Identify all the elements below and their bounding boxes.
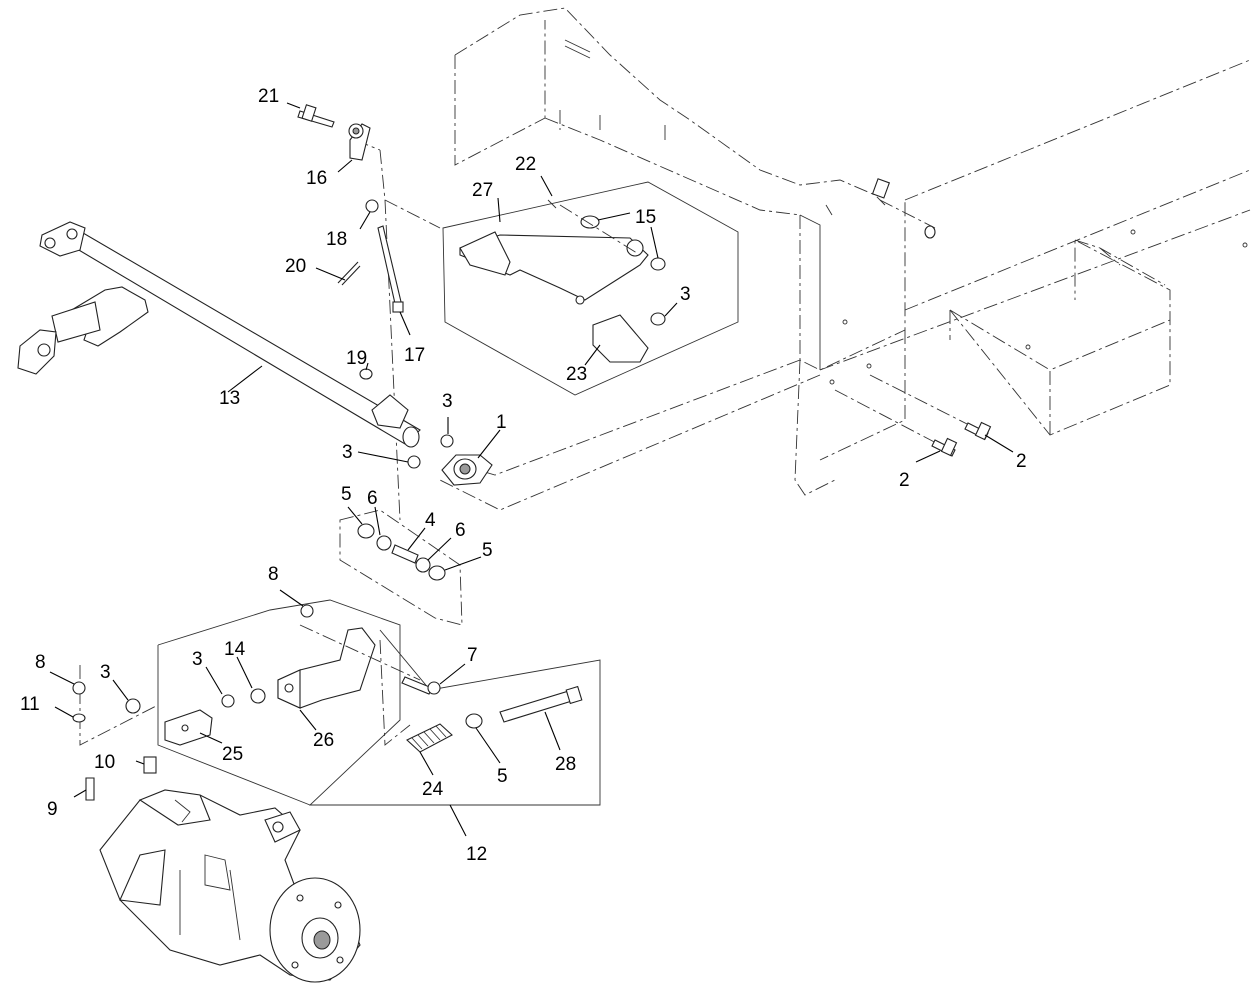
cross-shaft-13	[17, 221, 421, 448]
callout-3-pedal: 3	[680, 284, 691, 305]
callout-9: 9	[47, 799, 58, 820]
clip-20	[337, 261, 361, 286]
callout-5-right: 5	[482, 540, 493, 561]
callout-12: 12	[466, 844, 487, 865]
callout-18: 18	[326, 229, 347, 250]
callout-3-upper: 3	[442, 391, 453, 412]
nut-3-lower	[407, 455, 421, 469]
callout-26: 26	[313, 730, 334, 751]
transmission-hub	[99, 789, 361, 983]
chassis-frame	[454, 7, 1251, 496]
callout-labels: 1 2 2 3 3 3 3 3 4 5 5 5 6 6 7 8 8 9 10 1…	[20, 86, 1027, 865]
callout-15: 15	[635, 207, 656, 228]
callout-7: 7	[467, 645, 478, 666]
bracket-26	[277, 627, 376, 709]
link-rod-17	[377, 225, 404, 313]
callout-3-mid: 3	[192, 649, 203, 670]
bolt-9	[85, 777, 95, 801]
callout-17: 17	[404, 345, 425, 366]
callout-4: 4	[425, 510, 436, 531]
callout-6-right: 6	[455, 520, 466, 541]
callout-16: 16	[306, 168, 327, 189]
assembly-leader-lines	[354, 139, 821, 521]
nut-14	[250, 688, 266, 704]
nut-3-mid	[221, 694, 235, 708]
callout-19: 19	[346, 348, 367, 369]
callout-leaders	[49, 102, 1014, 837]
callout-5-left: 5	[341, 484, 352, 505]
callout-10: 10	[94, 752, 115, 773]
washer-11	[72, 713, 86, 723]
callout-23: 23	[566, 364, 587, 385]
bearing-flange-1	[441, 454, 493, 486]
lower-assembly-panel-12	[79, 599, 601, 806]
nut-8-upper	[300, 604, 314, 618]
callout-3-left: 3	[100, 662, 111, 683]
callout-27: 27	[472, 180, 493, 201]
callout-28: 28	[555, 754, 576, 775]
callout-8-upper: 8	[268, 564, 279, 585]
bolt-7	[299, 624, 441, 695]
callout-1: 1	[496, 412, 507, 433]
bolt-21	[297, 104, 335, 128]
callout-20: 20	[285, 256, 306, 277]
callout-25: 25	[222, 744, 243, 765]
callout-22: 22	[515, 154, 536, 175]
bolt-2-left	[834, 389, 958, 457]
callout-8-left: 8	[35, 652, 46, 673]
spring-24	[406, 723, 453, 753]
washer-5-lower	[465, 713, 483, 729]
pin-18	[365, 199, 379, 213]
pedal-assembly-panel	[442, 181, 739, 396]
nut-8-left	[72, 681, 86, 695]
callout-14: 14	[224, 639, 246, 660]
callout-2-right: 2	[1016, 451, 1027, 472]
linkage-panel	[339, 509, 463, 626]
callout-6-left: 6	[367, 488, 378, 509]
rod-28	[499, 685, 583, 723]
nut-3-left	[125, 698, 141, 714]
bracket-25	[164, 709, 213, 746]
callout-2-left: 2	[899, 470, 910, 491]
callout-13: 13	[219, 388, 240, 409]
bolt-2-right	[869, 374, 992, 441]
nut-3-upper	[440, 434, 454, 448]
callout-24: 24	[422, 779, 444, 800]
rod-end-16	[348, 123, 371, 161]
spacer-10	[143, 756, 157, 774]
callout-11: 11	[20, 694, 40, 715]
callout-21: 21	[258, 86, 279, 107]
callout-3-shaft: 3	[342, 442, 353, 463]
washer-19	[359, 368, 373, 380]
callout-5-lower: 5	[497, 766, 508, 787]
